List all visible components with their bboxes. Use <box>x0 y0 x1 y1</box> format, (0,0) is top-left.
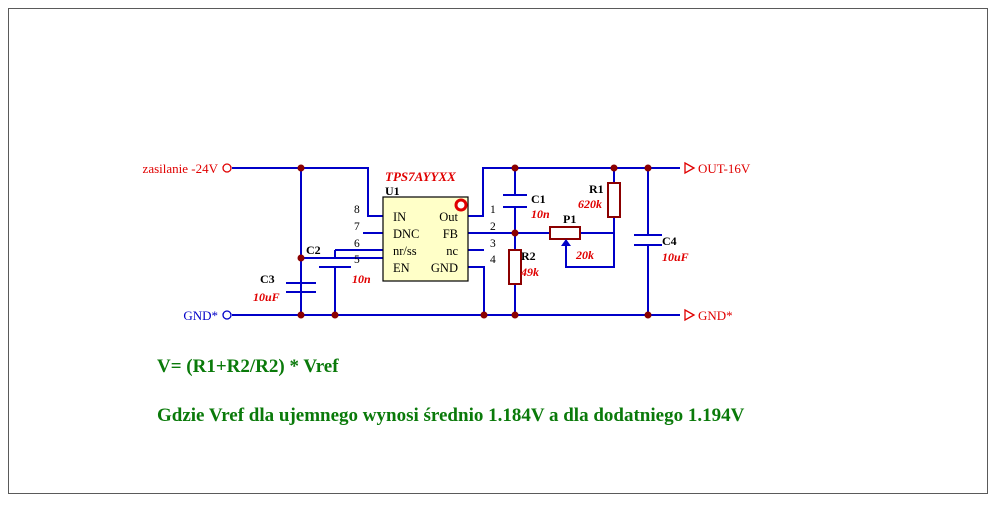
wires <box>232 167 680 316</box>
c1-value: 10n <box>531 207 550 221</box>
c4-ref: C4 <box>662 234 677 248</box>
formula-text: V= (R1+R2/R2) * Vref <box>157 356 339 377</box>
c3-symbol <box>286 282 316 315</box>
pin-number-4: 4 <box>490 254 496 266</box>
ic-pin-dnc: DNC <box>393 227 419 241</box>
ic-ref-label: U1 <box>385 184 400 198</box>
ic-pin-nc: nc <box>446 244 458 258</box>
pin-number-3: 3 <box>490 238 496 250</box>
supply-label: zasilanie -24V <box>143 161 219 176</box>
c3-value: 10uF <box>253 290 280 304</box>
gnd-out-port-icon <box>684 308 696 322</box>
ic-pin-fb: FB <box>443 227 458 241</box>
ic-pin-gnd: GND <box>431 261 458 275</box>
out-port-icon <box>684 161 696 175</box>
r2-ref: R2 <box>521 249 536 263</box>
p1-wiper-arrow <box>561 239 571 246</box>
gnd-in-label: GND* <box>183 308 218 323</box>
c1-ref: C1 <box>531 192 546 206</box>
port-symbols <box>222 161 696 322</box>
r1-symbol <box>607 182 621 218</box>
ic-pin-en: EN <box>393 261 410 275</box>
p1-value: 20k <box>575 248 594 262</box>
p1-symbol <box>549 226 581 240</box>
c1-symbol <box>503 194 527 208</box>
pin-number-8: 8 <box>354 204 360 216</box>
pin-number-1: 1 <box>490 204 496 216</box>
r2-symbol <box>508 249 522 285</box>
out-label: OUT-16V <box>698 161 751 176</box>
pin-number-6: 6 <box>354 238 360 250</box>
gnd-out-label: GND* <box>698 308 733 323</box>
r2-value: 49k <box>520 265 539 279</box>
ic-pin-nrss: nr/ss <box>393 244 417 258</box>
c3-ref: C3 <box>260 272 275 286</box>
resistors <box>508 182 621 285</box>
c2-ref: C2 <box>306 243 321 257</box>
pin-number-7: 7 <box>354 221 360 233</box>
c2-value: 10n <box>352 272 371 286</box>
ic-body <box>382 196 469 282</box>
capacitors <box>286 194 662 315</box>
junctions <box>297 164 652 319</box>
r1-ref: R1 <box>589 182 604 196</box>
c4-symbol <box>634 234 662 246</box>
r1-value: 620k <box>578 197 602 211</box>
drawing-frame <box>8 8 988 494</box>
ic-marker <box>454 198 468 212</box>
ic-part-label: TPS7AYYXX <box>385 169 456 184</box>
pin-number-2: 2 <box>490 221 496 233</box>
p1-ref: P1 <box>563 212 576 226</box>
c2-symbol <box>319 257 351 268</box>
gnd-in-port-icon <box>222 310 232 320</box>
pin-number-5: 5 <box>354 254 360 266</box>
supply-port-icon <box>222 163 232 173</box>
c4-value: 10uF <box>662 250 689 264</box>
ic-pin-in: IN <box>393 210 406 224</box>
ic-pin-out: Out <box>439 210 458 224</box>
description-text: Gdzie Vref dla ujemnego wynosi średnio 1… <box>157 405 745 426</box>
